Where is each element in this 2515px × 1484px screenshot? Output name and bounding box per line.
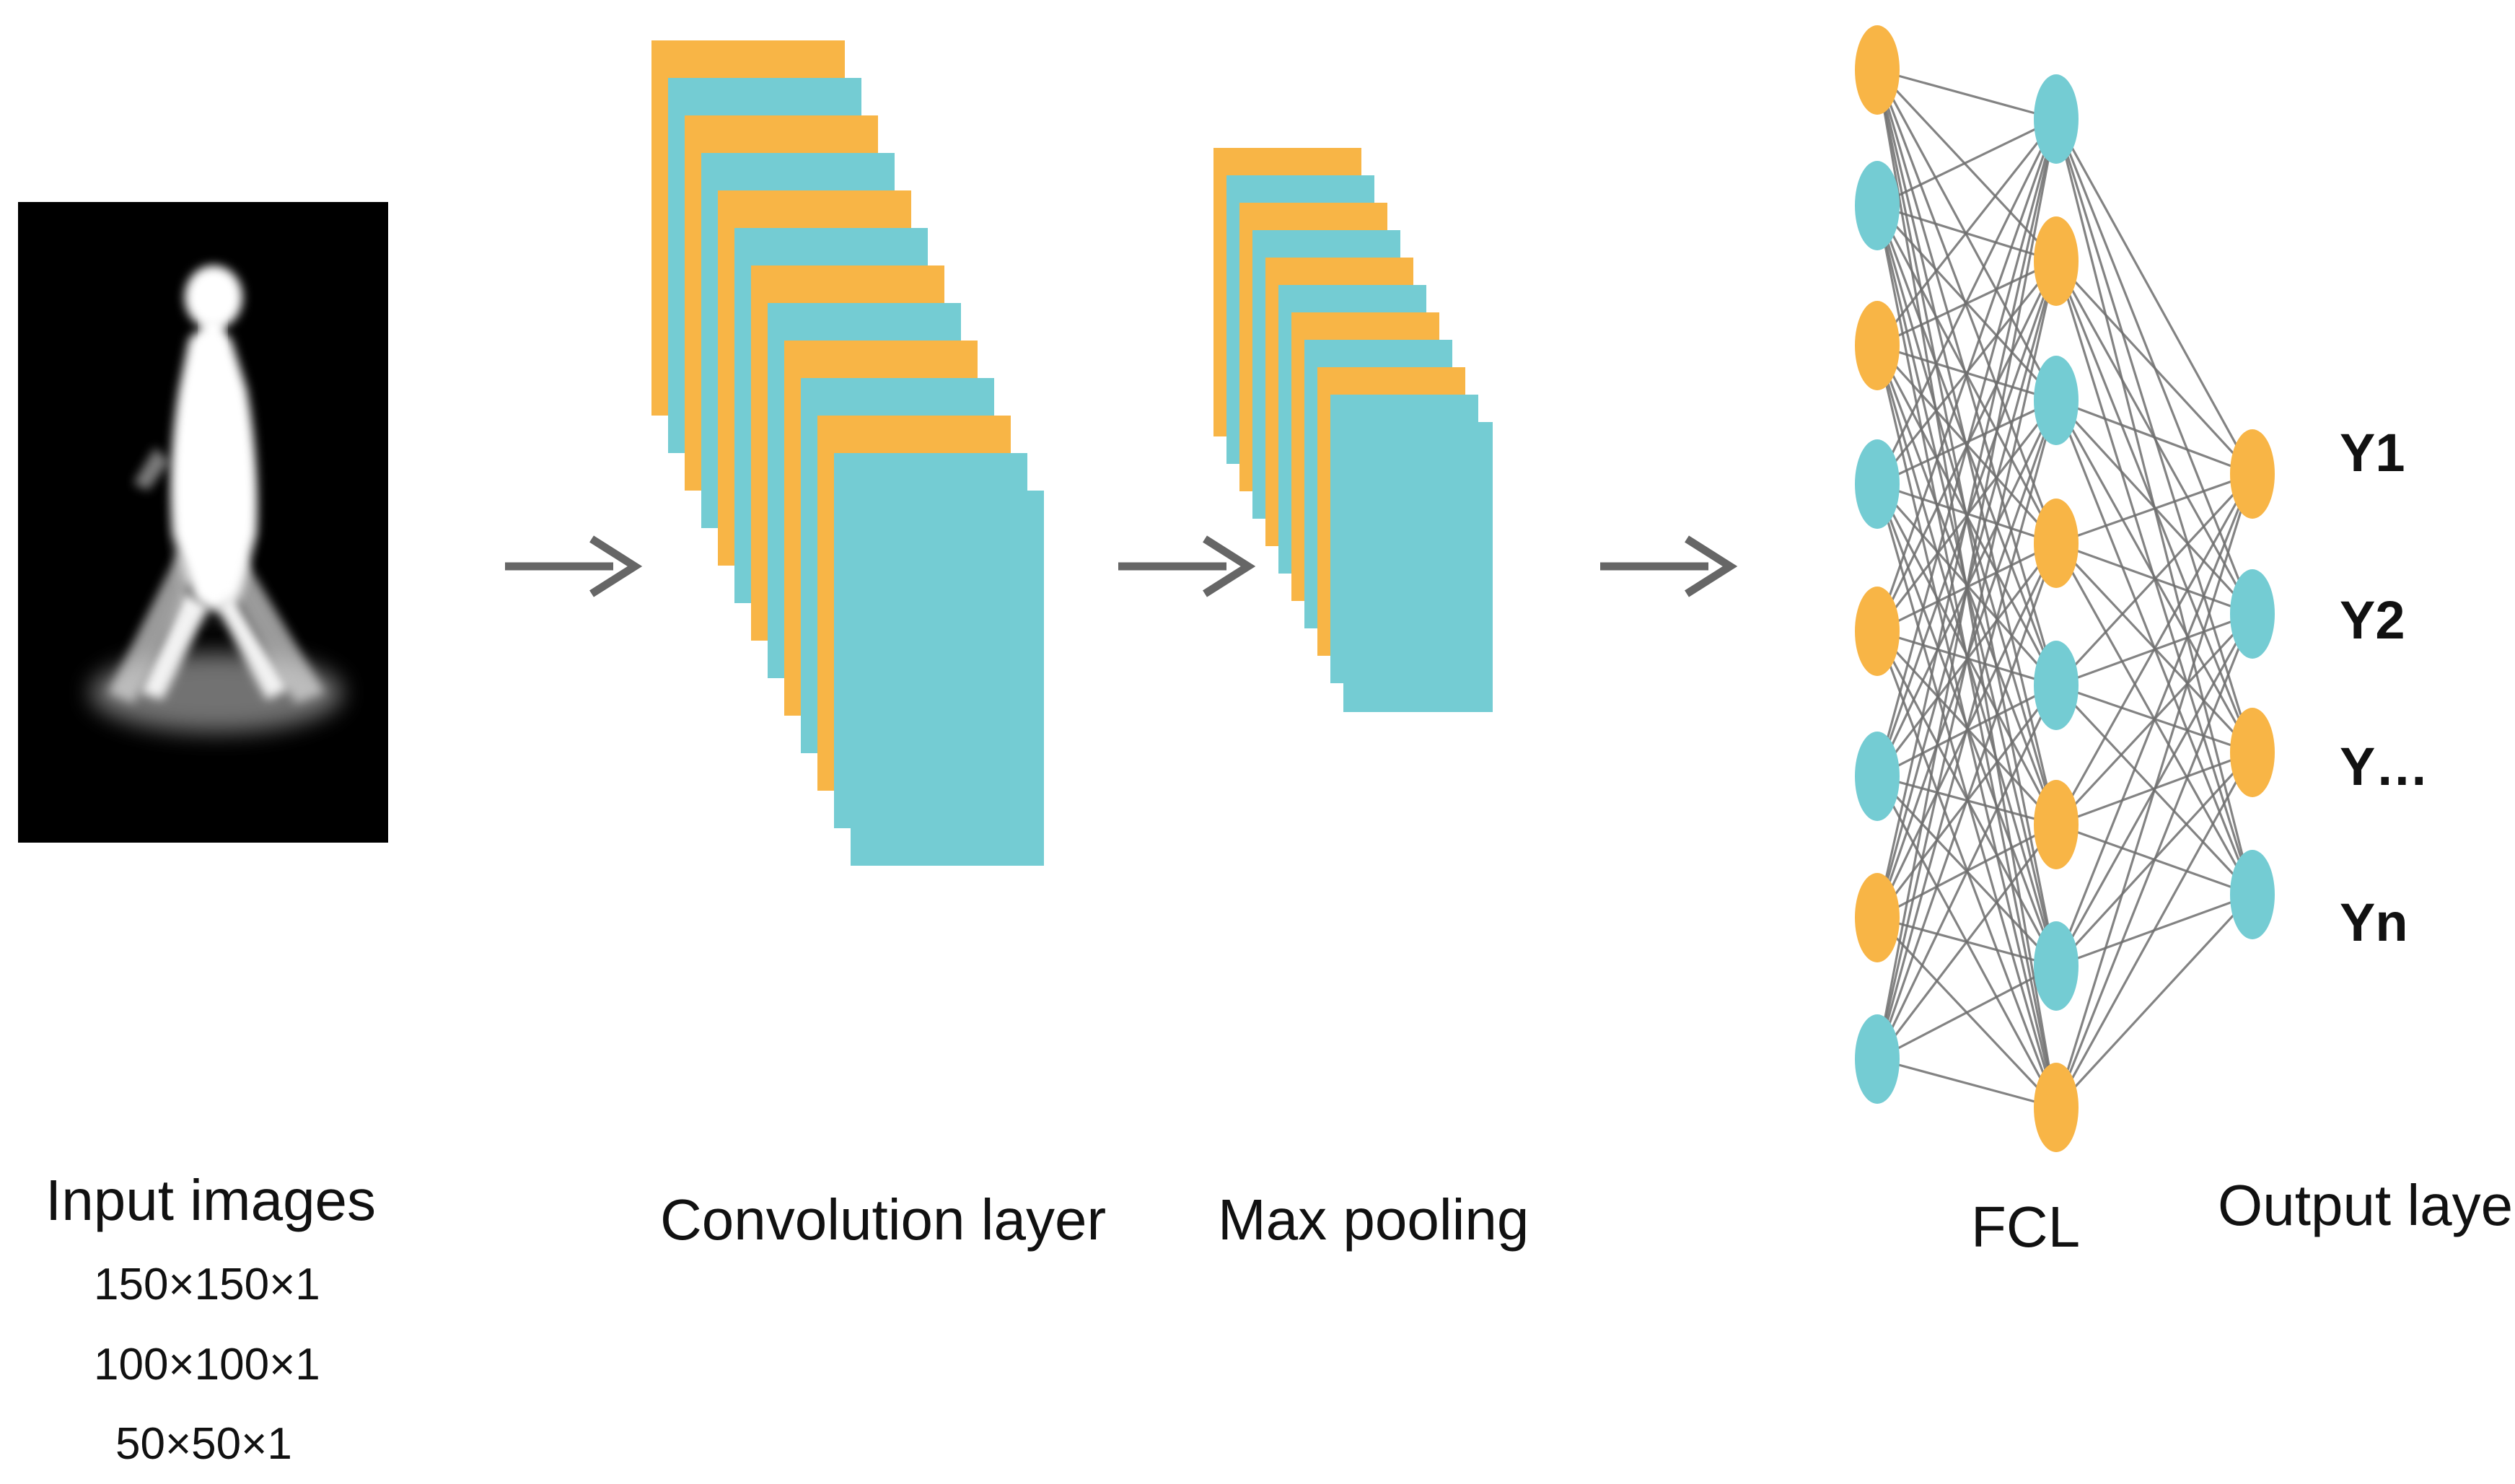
connection-line (1876, 483, 2058, 967)
input-layer-node (1855, 587, 1900, 676)
fcl-node (2034, 1063, 2079, 1152)
arrow-head (589, 535, 643, 597)
fcl-node (2034, 356, 2079, 445)
connection-line (1877, 69, 2057, 120)
connection-line (1876, 543, 2058, 1060)
output-node-label-1: Y1 (2340, 423, 2405, 483)
input-layer-node (1855, 25, 1900, 115)
connection-line (1877, 118, 2057, 207)
right-arrow-icon (1118, 535, 1256, 597)
input-size-150: 150×150×1 (94, 1260, 320, 1309)
connection-line (2055, 893, 2254, 1109)
input-layer-node (1855, 732, 1900, 821)
connection-line (1877, 399, 2057, 486)
connection-line (1876, 118, 2058, 632)
connection-line (2055, 473, 2254, 1108)
connection-line (1876, 685, 2058, 1060)
connection-line (2055, 473, 2254, 687)
output-node-label-2: Y2 (2340, 590, 2405, 650)
connection-line (2055, 473, 2254, 825)
connection-line (1876, 483, 2058, 825)
max-pooling-stack (1213, 148, 1493, 712)
convolution-layer-stack (651, 40, 1044, 866)
output-layer-node (2230, 569, 2275, 659)
connection-line (2055, 473, 2253, 545)
fcl-label: FCL (1971, 1195, 2081, 1259)
fcl-node (2034, 641, 2079, 730)
fcl-node (2034, 216, 2079, 306)
feature-map-sheet (851, 491, 1044, 866)
connection-line (2055, 260, 2254, 475)
output-node-label-3: Y… (2340, 737, 2429, 796)
connection-line (1876, 631, 2058, 1108)
fcl-node (2034, 921, 2079, 1011)
fcl-node (2034, 74, 2079, 164)
input-image (18, 202, 388, 843)
output-node-label-n: Yn (2340, 892, 2408, 952)
input-size-50: 50×50×1 (115, 1419, 292, 1469)
connection-line (1876, 824, 2058, 1060)
feature-map-sheet (1343, 422, 1493, 712)
connection-line (2055, 473, 2254, 967)
arrow-head (1685, 535, 1738, 597)
max-pooling-label: Max pooling (1218, 1187, 1529, 1252)
right-arrow-icon (505, 535, 643, 597)
input-images-label: Input images (45, 1168, 377, 1232)
connection-line (1876, 483, 2058, 1108)
fcl-node (2034, 780, 2079, 869)
input-layer-node (1855, 1014, 1900, 1104)
output-layer-node (2230, 708, 2275, 797)
connection-line (1876, 118, 2058, 1060)
connection-line (1876, 118, 2058, 777)
right-arrow-icon (1600, 535, 1738, 597)
input-layer-node (1855, 161, 1900, 250)
walking-silhouette-icon (90, 265, 343, 732)
connection-line (1876, 260, 2058, 1060)
output-layer-label: Output layer (2218, 1173, 2515, 1237)
connection-line (2055, 613, 2254, 1108)
output-layer-node (2230, 850, 2275, 939)
connection-line (1876, 118, 2058, 485)
input-layer-node (1855, 439, 1900, 529)
arrow-head (1203, 535, 1256, 597)
connection-line (2055, 400, 2254, 753)
connection-line (2055, 118, 2254, 475)
connection-line (1877, 965, 2057, 1061)
network-nodes (1855, 25, 2275, 1152)
network-connections (1876, 69, 2254, 1109)
connection-line (2055, 399, 2253, 475)
input-layer-node (1855, 873, 1900, 962)
connection-line (1876, 118, 2058, 918)
convolution-layer-label: Convolution layer (660, 1187, 1107, 1252)
connection-line (1877, 1058, 2057, 1109)
input-layer-node (1855, 301, 1900, 390)
fcl-node (2034, 499, 2079, 588)
connection-line (1876, 400, 2058, 1060)
output-layer-node (2230, 429, 2275, 519)
connection-line (2055, 752, 2254, 1108)
input-size-100: 100×100×1 (94, 1340, 320, 1389)
connection-line (1876, 118, 2058, 346)
